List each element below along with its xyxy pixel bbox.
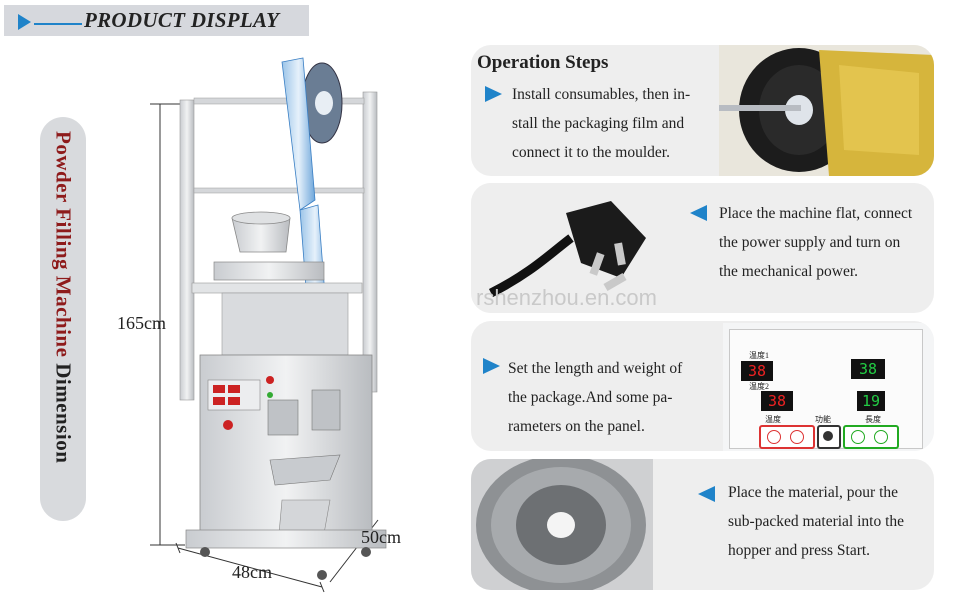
temp2-display: 38 <box>761 391 793 411</box>
watermark: rshenzhou.en.com <box>476 285 657 310</box>
vertical-label: Powder Filling Machine Dimension <box>40 117 86 521</box>
length-display: 19 <box>857 391 885 411</box>
triangle-icon <box>18 14 31 30</box>
control-panel-photo: 温度1 温度2 38 38 38 19 温度 功能 長度 <box>723 323 934 451</box>
temp-buttons <box>759 425 815 449</box>
temp1-display: 38 <box>741 361 773 381</box>
depth-dimension: 50cm <box>361 527 401 547</box>
step-panel-3: Set the length and weight of the package… <box>471 321 934 451</box>
step-panel-4: Place the material, pour the sub-packed … <box>471 459 934 590</box>
width-dimension: 48cm <box>232 562 272 582</box>
hopper-photo <box>471 459 653 590</box>
step-panel-1: Operation Steps Install consumables, the… <box>471 45 934 176</box>
header-title: PRODUCT DISPLAY <box>84 8 280 32</box>
step-3-text: Set the length and weight of the package… <box>508 360 683 435</box>
arrow-left-icon <box>690 205 707 221</box>
vertical-label-text: Powder Filling Machine Dimension <box>51 131 76 464</box>
machine-illustration <box>150 57 387 593</box>
step-1-text: Install consumables, then in- stall the … <box>512 86 691 161</box>
section-header: PRODUCT DISPLAY <box>4 5 309 36</box>
step-4-text: Place the material, pour the sub-packed … <box>728 484 905 559</box>
power-plug-photo <box>471 183 671 313</box>
set-display: 38 <box>851 359 885 379</box>
step-2-text: Place the machine flat, connect the powe… <box>719 205 913 280</box>
function-button <box>817 425 841 449</box>
operation-heading: Operation Steps <box>477 52 609 73</box>
length-buttons <box>843 425 899 449</box>
film-roll-photo <box>719 45 934 176</box>
header-line <box>34 23 82 25</box>
arrow-right-icon <box>485 86 502 102</box>
step-panel-2: Place the machine flat, connect the powe… <box>471 183 934 313</box>
arrow-left-icon <box>698 486 715 502</box>
arrow-right-icon <box>483 358 500 374</box>
height-dimension: 165cm <box>117 313 166 333</box>
